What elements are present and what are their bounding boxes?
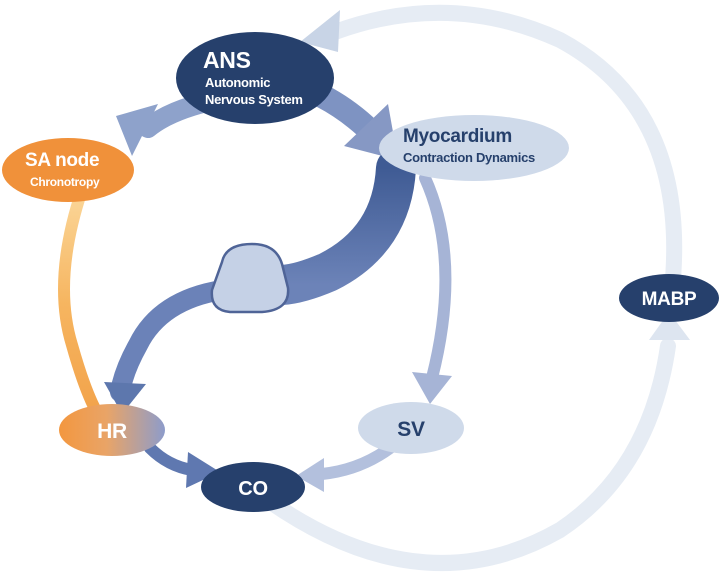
heart-icon	[210, 242, 290, 314]
hr-to-co-arrowhead	[186, 452, 220, 488]
sv-node-shape	[358, 402, 464, 454]
ans-node-title: ANS	[203, 47, 251, 73]
sa-node-subtitle: Chronotropy	[30, 175, 100, 189]
heart-to-hr-arrowhead	[104, 382, 146, 414]
myocardium-to-heart-band	[262, 148, 416, 305]
sa-node-shape	[2, 138, 134, 202]
myocardium-node-subtitle: Contraction Dynamics	[403, 150, 535, 165]
mabp-node: MABP	[619, 274, 719, 322]
co-to-mabp-loop	[254, 338, 676, 571]
hr-node-title: HR	[97, 420, 127, 443]
mabp-node-shape	[619, 274, 719, 322]
mabp-to-ans-loop	[327, 4, 683, 298]
myocardium-node-title: Myocardium	[403, 126, 512, 147]
ans-to-myocardium-arrow-path	[310, 84, 377, 138]
sv-to-co-arrowhead	[296, 458, 324, 492]
sa-node-title: SA node	[25, 150, 99, 171]
ans-node-line1: Autonomic	[205, 75, 270, 90]
sa-to-hr-arrow-path	[58, 184, 106, 424]
outer-feedback-loop	[254, 4, 690, 571]
myocardium-to-sv-arrow-path	[419, 172, 452, 384]
myocardium-node-shape	[379, 115, 569, 181]
arrow-into-ans	[300, 10, 340, 52]
heart-to-hr-band	[110, 280, 232, 402]
hr-to-co-arrow-path	[144, 442, 198, 476]
hr-node: HR	[59, 404, 165, 456]
ans-to-sa-arrowhead	[116, 104, 158, 156]
ans-node-shape	[176, 32, 334, 124]
sv-to-co-arrow-path	[316, 442, 396, 480]
myocardium-node: Myocardium Contraction Dynamics	[379, 115, 569, 181]
ans-node: ANS Autonomic Nervous System	[176, 32, 334, 124]
mabp-node-title: MABP	[642, 289, 697, 310]
sa-node: SA node Chronotropy	[2, 138, 134, 202]
co-node-shape	[201, 462, 305, 512]
ans-node-line2: Nervous System	[205, 92, 303, 107]
sv-node-title: SV	[397, 418, 425, 441]
sv-node: SV	[358, 402, 464, 454]
myocardium-to-sv-arrowhead	[412, 372, 452, 404]
co-node: CO	[201, 462, 305, 512]
arrow-into-mabp	[649, 312, 690, 340]
co-node-title: CO	[238, 478, 267, 500]
hr-node-shape	[59, 404, 165, 456]
